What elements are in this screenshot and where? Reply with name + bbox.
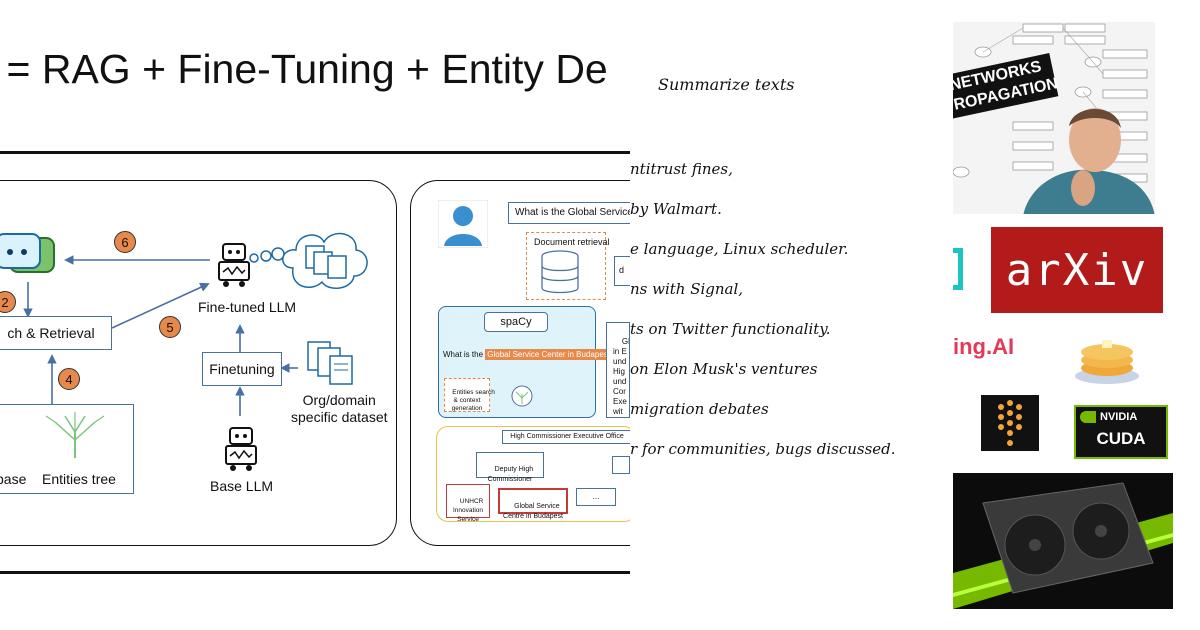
- org-top-label: High Commissioner Executive Office: [510, 433, 624, 440]
- question-text: What is the Global Service Cen: [515, 207, 630, 218]
- context-output-box: Glo in E und Hig und Cor Exe wit: [606, 322, 630, 418]
- org-deputy-box: Deputy High Commissioner: [476, 452, 544, 483]
- pancake-stack-icon[interactable]: [1074, 330, 1140, 386]
- knowledge-cloud-icon: [249, 232, 368, 289]
- question-prefix: What is the: [443, 350, 484, 359]
- cuda-label: CUDA: [1096, 429, 1146, 448]
- document-retrieval-label: Document retrieval: [534, 237, 610, 247]
- gpu-photo: [953, 482, 1173, 609]
- org-right-box: [612, 456, 630, 474]
- slide-title: i = RAG + Fine-Tuning + Entity De: [0, 46, 608, 92]
- note-line-6: on Elon Musk's ventures: [630, 360, 818, 378]
- search-retrieval-box: ch & Retrieval: [0, 316, 112, 350]
- entities-search-box: Entities search & context generation: [444, 378, 495, 412]
- teal-logo-fragment: [953, 248, 969, 290]
- document-retrieval-box: [526, 232, 606, 300]
- spacy-box: spaCy: [484, 312, 548, 332]
- org-top-box: High Commissioner Executive Office: [502, 430, 630, 444]
- org-gsc-label: Global Service Centre in Budapest: [503, 503, 563, 520]
- bottom-rule: [0, 571, 630, 574]
- org-more-label: ...: [592, 492, 600, 501]
- entities-tree-icon: [45, 412, 105, 458]
- arxiv-logo-tile[interactable]: arXiv: [991, 227, 1163, 313]
- base-llm-label: Base LLM: [210, 478, 274, 494]
- doc-box-text: d: [619, 265, 625, 275]
- highlighted-question: What is the Global Service Center in Bud…: [443, 349, 619, 360]
- finetuning-label: Finetuning: [209, 361, 275, 377]
- entities-search-label: Entities search & context generation: [451, 389, 495, 412]
- arxiv-logo-text: arXiv: [1005, 244, 1149, 296]
- org-chart-panel: [436, 426, 630, 522]
- top-rule: [0, 151, 630, 154]
- fine-tuned-robot-icon: [218, 243, 250, 287]
- teal-bracket-icon: [953, 248, 963, 290]
- org-gsc-box: Global Service Centre in Budapest: [498, 488, 568, 520]
- presenter-silhouette: [1023, 108, 1155, 214]
- base-robot-icon: [225, 427, 257, 471]
- ingai-logo-text: ing.AI: [953, 334, 1015, 359]
- ingai-logo-tile[interactable]: ing.AI: [953, 334, 1033, 366]
- question-box: What is the Global Service Cen: [508, 202, 630, 224]
- database-label: base: [0, 471, 27, 487]
- step-badge-4: 4: [58, 368, 80, 390]
- user-avatar-icon: [438, 200, 488, 248]
- org-unhcr-label: UNHCR Innovation Service: [453, 498, 484, 523]
- slide-panel: i = RAG + Fine-Tuning + Entity De 6 2 5 …: [0, 46, 630, 574]
- backprop-thumbnail[interactable]: NETWORKS ROPAGATION: [953, 22, 1155, 214]
- org-unhcr-box: UNHCR Innovation Service: [446, 484, 490, 523]
- org-deputy-label: Deputy High Commissioner: [487, 466, 534, 483]
- rag-arrows: [23, 255, 298, 416]
- presenter-photo: [1017, 92, 1155, 214]
- mini-tree-icon: [511, 385, 533, 407]
- note-line-5: ts on Twitter functionality.: [630, 320, 831, 338]
- fine-tuned-llm-label: Fine-tuned LLM: [198, 299, 297, 315]
- dataset-docs-icon: [307, 341, 353, 385]
- dots-logo-icon: [998, 400, 1022, 446]
- search-retrieval-label: ch & Retrieval: [7, 325, 95, 341]
- nvidia-row: NVIDIA: [1080, 411, 1137, 423]
- note-line-4: ns with Signal,: [630, 280, 744, 298]
- org-more-box: ...: [576, 488, 616, 506]
- nvidia-label: NVIDIA: [1100, 411, 1138, 423]
- chat-bubbles-icon: [0, 233, 55, 273]
- note-line-2: by Walmart.: [630, 200, 722, 218]
- spacy-label: spaCy: [500, 316, 532, 328]
- notes-panel: Summarize texts ntitrust fines, by Walma…: [630, 0, 950, 630]
- step-badge-2: 2: [0, 291, 16, 313]
- org-dataset-label: Org/domain specific dataset: [291, 392, 388, 425]
- note-line-1: ntitrust fines,: [630, 160, 733, 178]
- context-output-text: Glo in E und Hig und Cor Exe wit: [613, 337, 629, 416]
- note-line-3: e language, Linux scheduler.: [630, 240, 849, 258]
- nvidia-cuda-tile[interactable]: NVIDIA CUDA: [1074, 405, 1168, 459]
- note-line-8: r for communities, bugs discussed.: [630, 440, 896, 458]
- note-line-7: migration debates: [630, 400, 769, 418]
- dots-logo-tile[interactable]: [981, 395, 1039, 451]
- step-badge-6: 6: [114, 231, 136, 253]
- database-icon: [541, 250, 579, 294]
- notes-heading: Summarize texts: [658, 75, 795, 94]
- gpu-photo-tile[interactable]: [953, 473, 1173, 609]
- question-entity-highlight: Global Service Center in Budapest: [485, 349, 612, 360]
- finetuning-box: Finetuning: [202, 352, 282, 386]
- nvidia-eye-icon: [1080, 411, 1096, 423]
- step-badge-5: 5: [159, 316, 181, 338]
- doc-box: d: [614, 256, 630, 286]
- entities-tree-label: Entities tree: [42, 471, 116, 487]
